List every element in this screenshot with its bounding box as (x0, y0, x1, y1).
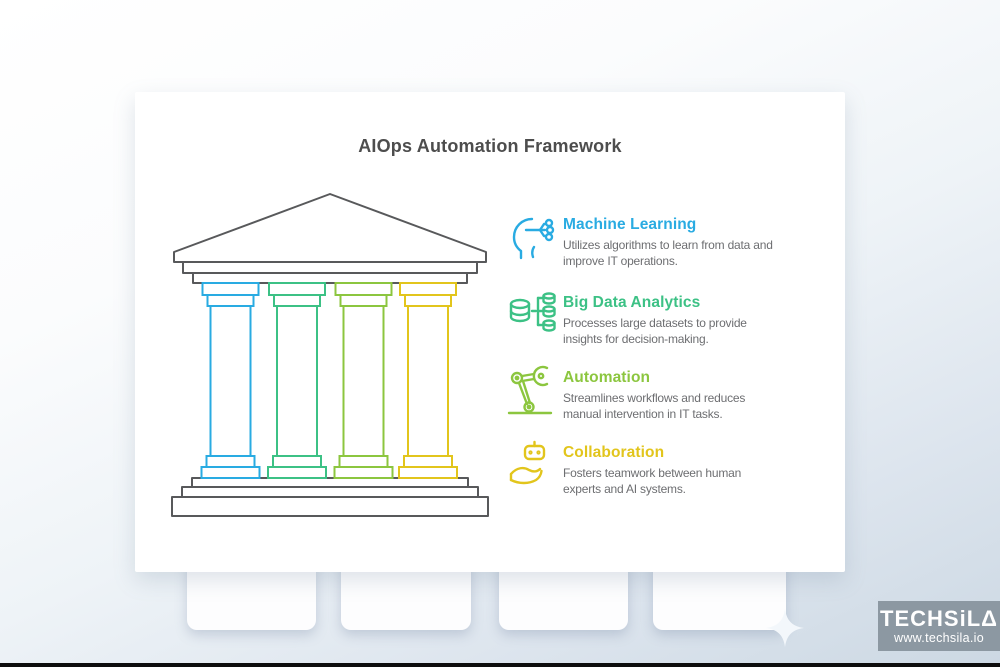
ai-head-circuit-icon (507, 210, 557, 262)
pillar-collaboration (398, 282, 458, 479)
item-label: Automation (563, 369, 651, 386)
entablature-top (182, 261, 478, 274)
pillar-automation (333, 282, 394, 479)
sparkle-icon (766, 609, 804, 647)
item-description: Streamlines workflows and reduces manual… (563, 391, 746, 421)
robot-arm-icon (507, 363, 557, 415)
database-branch-icon (507, 288, 557, 340)
item-description: Fosters teamwork between human experts a… (563, 466, 742, 496)
step-middle (181, 486, 479, 498)
item-label: Collaboration (563, 444, 665, 461)
temple-illustration (165, 188, 495, 523)
slide-card: AIOps Automation Framework (135, 92, 845, 572)
watermark-badge: TECHSiLΔ www.techsila.io (878, 601, 1000, 651)
pillar-big-data (267, 282, 327, 479)
step-top (191, 477, 469, 488)
item-machine-learning: Machine Learning Utilizes algorithms to … (507, 210, 775, 270)
pillar-machine-learning (200, 282, 261, 479)
item-label: Machine Learning (563, 216, 697, 233)
item-big-data-analytics: Big Data Analytics Processes large datas… (507, 288, 775, 348)
bottom-edge-strip (0, 663, 1000, 667)
pediment (173, 193, 487, 263)
entablature-bottom (192, 272, 468, 284)
hand-robot-icon (507, 438, 557, 490)
item-automation: Automation Streamlines workflows and red… (507, 363, 775, 423)
temple-outline (171, 193, 489, 517)
brand-url: www.techsila.io (894, 630, 984, 645)
item-collaboration: Collaboration Fosters teamwork between h… (507, 438, 775, 498)
item-description: Processes large datasets to provide insi… (563, 316, 747, 346)
item-description: Utilizes algorithms to learn from data a… (563, 238, 773, 268)
step-bottom (171, 496, 489, 517)
page-title: AIOps Automation Framework (358, 136, 622, 156)
brand-logo: TECHSiLΔ (880, 605, 998, 631)
item-label: Big Data Analytics (563, 294, 701, 311)
